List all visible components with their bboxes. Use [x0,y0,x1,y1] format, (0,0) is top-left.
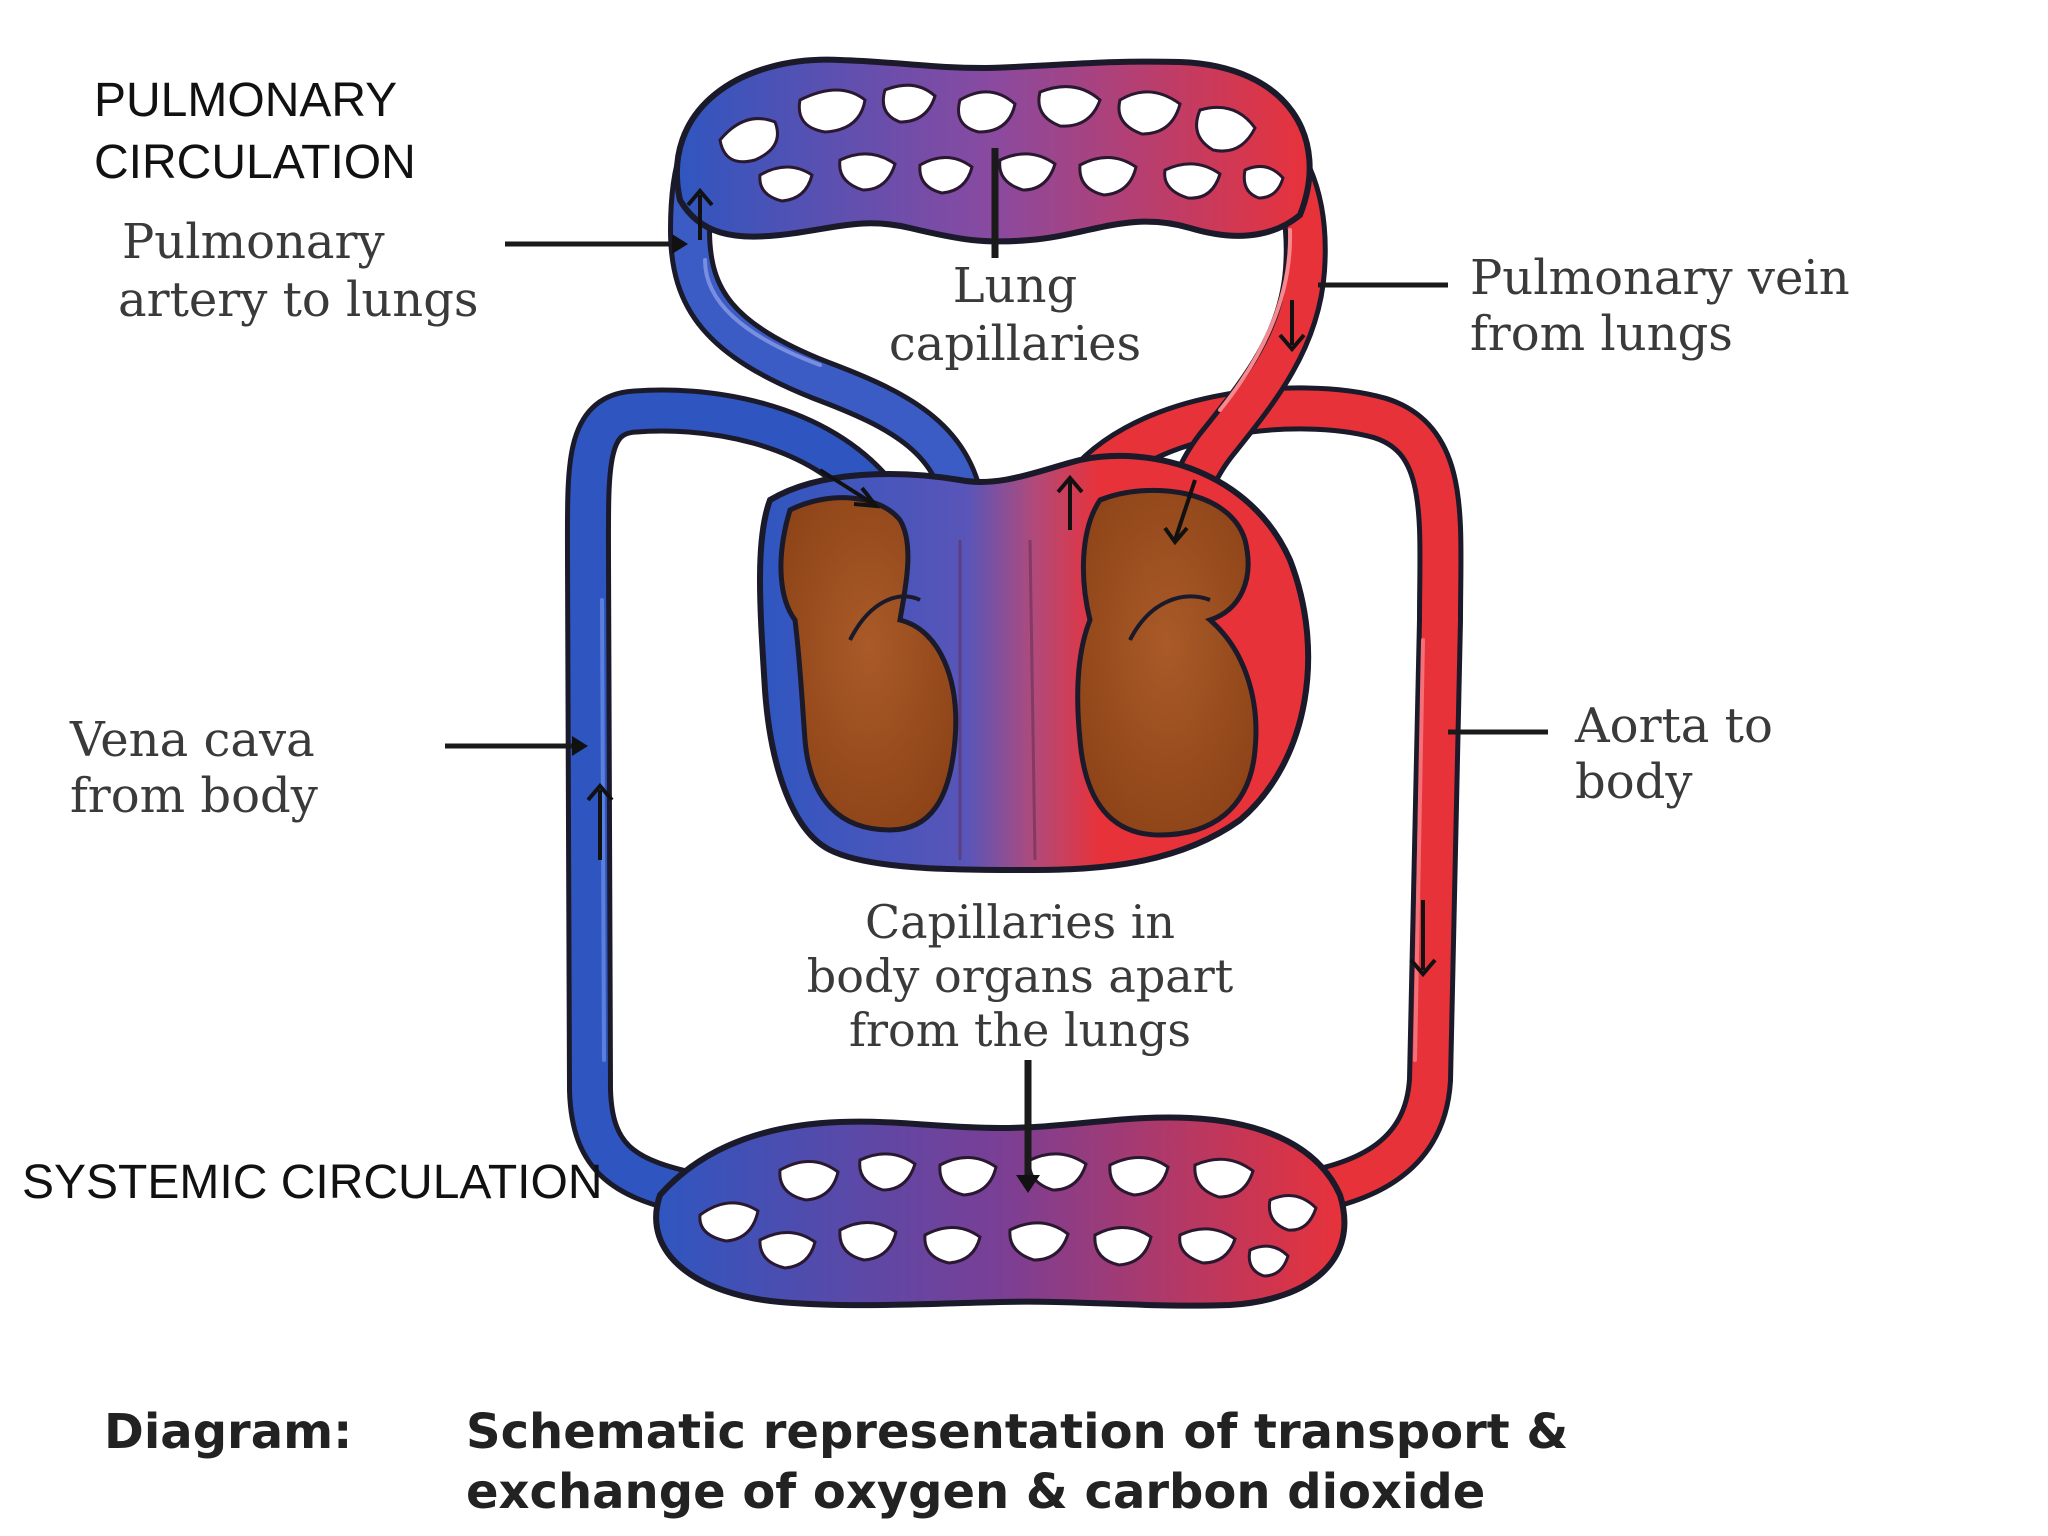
caption-line1: Schematic representation of transport & [466,1404,1568,1460]
label-body-capillaries-line3: from the lungs [849,1003,1191,1057]
label-pulmonary-vein-line2: from lungs [1470,306,1733,362]
arrow-aorta-flow [1409,900,1437,978]
heart [757,452,1312,873]
leader-arrowhead-body-capillaries [1016,1175,1040,1193]
label-body-capillaries-line2: body organs apart [807,949,1234,1003]
label-lung-capillaries-line2: capillaries [889,316,1141,372]
label-vena-cava-line2: from body [70,768,318,824]
label-aorta-line1: Aorta to [1574,698,1773,754]
left-heart-chambers [1075,487,1259,838]
flow-arrows [586,187,1437,978]
body-capillary-network [698,1152,1318,1278]
right-heart-chambers [778,495,959,833]
lung-capillary-network [718,83,1285,203]
vena-cava-vessel [564,387,903,1218]
pulmonary-heading-line2: CIRCULATION [94,136,416,189]
arrow-into-right-atrium [818,468,881,509]
leader-arrowhead-pulmonary-artery [672,234,688,254]
arrow-vena-cava-flow [586,782,614,860]
caption-prefix: Diagram: [104,1404,352,1460]
label-vena-cava-line1: Vena cava [69,712,315,768]
arrow-into-left-atrium [1163,479,1197,546]
caption-line2: exchange of oxygen & carbon dioxide [466,1464,1485,1520]
label-lung-capillaries-line1: Lung [953,258,1077,314]
leader-arrowhead-vena-cava [572,736,588,756]
label-pulmonary-vein-line1: Pulmonary vein [1470,250,1850,306]
arrow-pulmonary-artery-flow [686,187,714,240]
arrow-out-left-ventricle [1056,474,1084,530]
label-pulmonary-artery-line2: artery to lungs [118,272,479,328]
label-aorta-line2: body [1575,754,1692,810]
arrow-pulmonary-vein-flow [1278,300,1306,353]
pulmonary-heading-line1: PULMONARY [94,74,397,127]
label-body-capillaries-line1: Capillaries in [865,895,1175,949]
aorta-vessel [1052,385,1464,1218]
systemic-heading: SYSTEMIC CIRCULATION [22,1156,603,1209]
body-capillary-bed [653,1114,1348,1309]
label-pulmonary-artery-line1: Pulmonary [122,214,385,270]
